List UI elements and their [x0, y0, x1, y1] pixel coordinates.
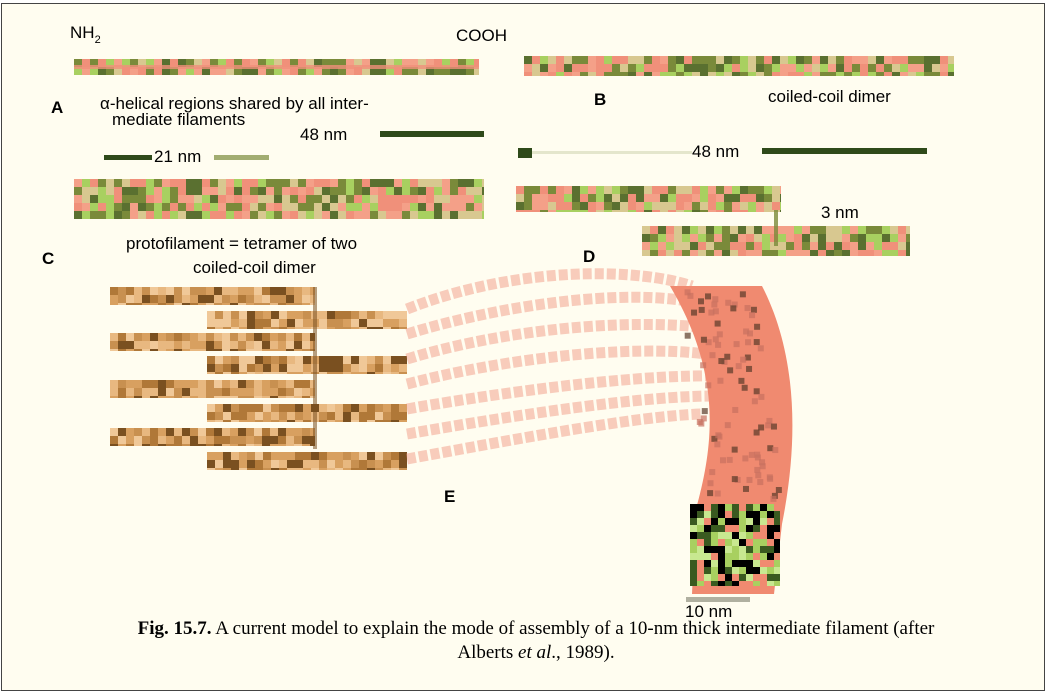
- protofilament-row-8: [207, 452, 407, 470]
- cooh-label: COOH: [456, 26, 507, 45]
- nh2-label: NH2: [70, 23, 101, 46]
- panel-label-d: D: [583, 247, 596, 266]
- filament-assembly-diagram: [74, 56, 954, 602]
- length-48nm-label-b: 48 nm: [692, 142, 740, 161]
- scale-bar-21nm-right: [214, 155, 269, 160]
- fan-strand-3: [405, 318, 715, 365]
- length-48nm-label-a: 48 nm: [300, 125, 348, 144]
- helical-regions-label-line1: α-helical regions shared by all inter-: [100, 94, 369, 113]
- caption-text-line2-em: et al: [518, 642, 552, 663]
- staggered-dimer-lower: [642, 226, 910, 256]
- helical-rod-a-core: [74, 65, 479, 69]
- assembled-filament-texture: [684, 289, 782, 502]
- protofilament-tetramer-c: [74, 179, 484, 219]
- fan-strand-5: [406, 370, 723, 415]
- width-10nm-label: 10 nm: [685, 602, 733, 621]
- width-3nm-label: 3 nm: [821, 203, 859, 222]
- protofilament-row-6: [207, 404, 407, 422]
- protofilament-row-4: [207, 356, 407, 374]
- scale-bar-48nm-b-end: [762, 148, 927, 154]
- scale-bar-48nm-b-start: [518, 148, 532, 158]
- fan-strand-7: [406, 408, 703, 465]
- panel-label-b: B: [594, 90, 607, 109]
- filament-cross-section: [690, 504, 780, 586]
- protofilament-row-3: [110, 333, 315, 351]
- fan-strand-1: [404, 268, 694, 315]
- fan-strand-6: [406, 390, 715, 440]
- caption-text-line2-post: ., 1989).: [551, 642, 615, 663]
- caption-text-line1: A current model to explain the mode of a…: [211, 618, 935, 639]
- fan-strand-4: [405, 345, 721, 390]
- protofilament-row-1: [110, 287, 315, 305]
- scale-bar-10nm: [686, 597, 750, 602]
- dimer-overlap-marker: [774, 210, 778, 246]
- protofilament-row-2: [207, 311, 407, 329]
- protofilament-overlap-line: [313, 287, 317, 449]
- coiled-coil-dimer-label: coiled-coil dimer: [768, 87, 891, 106]
- protofilament-row-5: [110, 380, 315, 398]
- panel-label-e: E: [444, 487, 456, 506]
- panel-label-a: A: [51, 98, 64, 117]
- staggered-dimer-upper: [516, 186, 781, 212]
- coiled-coil-dimer-b: [524, 56, 954, 76]
- scale-bar-48nm-b-faint: [532, 151, 692, 154]
- caption-text-line2-pre: Alberts: [457, 642, 519, 663]
- helical-regions-label-line2: mediate filaments: [112, 110, 246, 129]
- protofilament-row-7: [110, 428, 315, 446]
- figure-frame: NH2 COOH A B C D E α-helical regions sha…: [1, 3, 1045, 691]
- protofilament-label-line2: coiled-coil dimer: [193, 258, 316, 277]
- figure-number: Fig. 15.7.: [137, 618, 212, 639]
- figure-caption: Fig. 15.7. A current model to explain th…: [16, 617, 1044, 665]
- length-21nm-label: 21 nm: [154, 147, 202, 166]
- scale-bar-48nm-a: [380, 131, 484, 137]
- fan-strand-2: [405, 291, 704, 340]
- protofilament-label-line1: protofilament = tetramer of two: [126, 234, 358, 253]
- panel-label-c: C: [42, 249, 55, 268]
- scale-bar-21nm-left: [104, 155, 152, 160]
- helical-rod-a: [74, 59, 479, 75]
